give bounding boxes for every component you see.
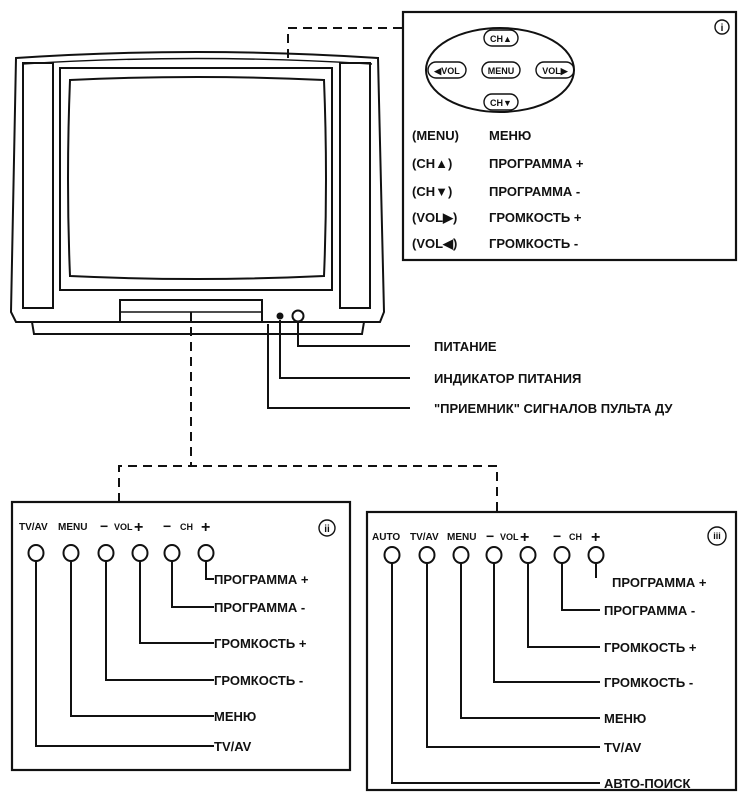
- remote-ch-down-button[interactable]: CH▼: [483, 93, 519, 111]
- panel-iii-vol-plus-label: ГРОМКОСТЬ +: [604, 640, 697, 655]
- svg-text:MENU: MENU: [488, 66, 515, 76]
- panel-iii-auto-top: AUTO: [372, 532, 400, 543]
- panel-iii-vol-plus-top: +: [520, 529, 529, 546]
- panel-iii-tvav-label: TV/AV: [604, 740, 642, 755]
- tv-screen: [67, 76, 327, 280]
- panel-ii-tvav-top: TV/AV: [19, 522, 48, 533]
- panel-iii-tvav-top: TV/AV: [410, 532, 439, 543]
- tv-power-button[interactable]: [291, 309, 305, 323]
- remote-vol-left-button[interactable]: ◀VOL: [427, 61, 467, 79]
- tv-screen-frame: [59, 67, 333, 291]
- panel-iii-ch-top: CH: [569, 532, 582, 542]
- panel-iii-prog-plus-label: ПРОГРАММА +: [612, 575, 707, 590]
- panel-ii-ch-top: CH: [180, 522, 193, 532]
- remote-receiver-label: "ПРИЕМНИК" СИГНАЛОВ ПУЛЬТА ДУ: [434, 401, 673, 416]
- front-panel-ii: ii TV/AV MENU − VOL + − CH + ПРОГРАММА +…: [10, 500, 352, 772]
- power-label: ПИТАНИЕ: [434, 339, 497, 354]
- panel-iii-vol-minus-label: ГРОМКОСТЬ -: [604, 675, 693, 690]
- tv-leader-lines: [267, 320, 410, 409]
- legend-key-ch-up: (CH▲): [412, 156, 452, 171]
- panel-ii-ch-minus-top: −: [163, 518, 171, 534]
- panel-iii-auto-button[interactable]: [383, 546, 401, 564]
- panel-iii-menu-top: MENU: [447, 532, 476, 543]
- panel-ii-ch-minus-button[interactable]: [163, 544, 181, 562]
- panel-iii-tvav-button[interactable]: [418, 546, 436, 564]
- panel-ii-ch-plus-top: +: [201, 519, 210, 536]
- panel-iii-ch-minus-top: −: [553, 528, 561, 544]
- panel-ii-menu-button[interactable]: [62, 544, 80, 562]
- tv-cabinet: [9, 51, 386, 323]
- panel-ii-prog-plus-label: ПРОГРАММА +: [214, 572, 309, 587]
- panel-iii-vol-minus-top: −: [486, 528, 494, 544]
- panel-iii-menu-label: МЕНЮ: [604, 711, 646, 726]
- legend-value-vol-left: ГРОМКОСТЬ -: [489, 236, 578, 251]
- svg-text:CH▲: CH▲: [490, 34, 512, 44]
- legend-key-vol-left: (VOL◀): [412, 236, 457, 251]
- svg-text:VOL▶: VOL▶: [542, 66, 569, 76]
- legend-key-ch-down: (CH▼): [412, 184, 452, 199]
- tv-indicator-led: [276, 312, 284, 320]
- panel-ii-menu-label: МЕНЮ: [214, 709, 256, 724]
- remote-panel-frame: [401, 10, 738, 262]
- panel-iii-marker-circle: [707, 526, 727, 546]
- tv-cabinet-inner-edge: [21, 57, 373, 65]
- panel-ii-vol-plus-label: ГРОМКОСТЬ +: [214, 636, 307, 651]
- panel-ii-vol-top: VOL: [114, 522, 133, 532]
- panel-iii-vol-plus-button[interactable]: [519, 546, 537, 564]
- panel-iii-prog-minus-label: ПРОГРАММА -: [604, 603, 695, 618]
- legend-key-menu: (MENU): [412, 128, 459, 143]
- svg-text:CH▼: CH▼: [490, 98, 512, 108]
- remote-ch-up-button[interactable]: CH▲: [483, 29, 519, 47]
- front-panel-iii: iii AUTO TV/AV MENU − VOL + − CH + ПРОГР…: [365, 510, 738, 792]
- panel-ii-vol-minus-top: −: [100, 518, 108, 534]
- panel-ii-menu-top: MENU: [58, 522, 87, 533]
- panel-iii-ch-plus-button[interactable]: [587, 546, 605, 564]
- legend-value-ch-down: ПРОГРАММА -: [489, 184, 580, 199]
- panel-ii-vol-plus-top: +: [134, 519, 143, 536]
- panel-ii-ch-plus-button[interactable]: [197, 544, 215, 562]
- tv-stand: [30, 321, 366, 335]
- panel-iii-ch-plus-top: +: [591, 529, 600, 546]
- panel-links-dashed: [118, 312, 498, 512]
- tv-speaker-right: [339, 62, 371, 309]
- remote-panel-marker-circle: [714, 19, 730, 35]
- remote-link-dashed: [287, 27, 403, 58]
- panel-ii-vol-minus-label: ГРОМКОСТЬ -: [214, 673, 303, 688]
- power-indicator-label: ИНДИКАТОР ПИТАНИЯ: [434, 371, 581, 386]
- panel-iii-ch-minus-button[interactable]: [553, 546, 571, 564]
- panel-iii-vol-minus-button[interactable]: [485, 546, 503, 564]
- remote-vol-right-button[interactable]: VOL▶: [535, 61, 575, 79]
- panel-ii-marker-circle: [318, 519, 336, 537]
- panel-ii-marker: ii: [324, 524, 330, 535]
- remote-menu-button[interactable]: MENU: [481, 61, 521, 79]
- tv-front-control-panel: [119, 299, 263, 323]
- legend-value-vol-right: ГРОМКОСТЬ +: [489, 210, 582, 225]
- panel-iii-marker: iii: [713, 531, 721, 541]
- svg-text:◀VOL: ◀VOL: [433, 66, 460, 76]
- tv-set: [9, 51, 386, 335]
- remote-panel: i CH▲ ◀VOL MENU VOL▶ CH▼ (MENU) МЕНЮ (CH…: [401, 10, 738, 262]
- panel-ii-vol-minus-button[interactable]: [97, 544, 115, 562]
- panel-ii-tvav-label: TV/AV: [214, 739, 252, 754]
- panel-ii-tvav-button[interactable]: [27, 544, 45, 562]
- panel-iii-auto-label: АВТО-ПОИСК: [604, 776, 691, 791]
- panel-iii-vol-top: VOL: [500, 532, 519, 542]
- legend-key-vol-right: (VOL▶): [412, 210, 457, 225]
- panel-ii-prog-minus-label: ПРОГРАММА -: [214, 600, 305, 615]
- legend-value-ch-up: ПРОГРАММА +: [489, 156, 584, 171]
- panel-ii-vol-plus-button[interactable]: [131, 544, 149, 562]
- remote-panel-marker: i: [721, 23, 724, 34]
- panel-iii-menu-button[interactable]: [452, 546, 470, 564]
- tv-speaker-left: [22, 62, 54, 309]
- legend-value-menu: МЕНЮ: [489, 128, 531, 143]
